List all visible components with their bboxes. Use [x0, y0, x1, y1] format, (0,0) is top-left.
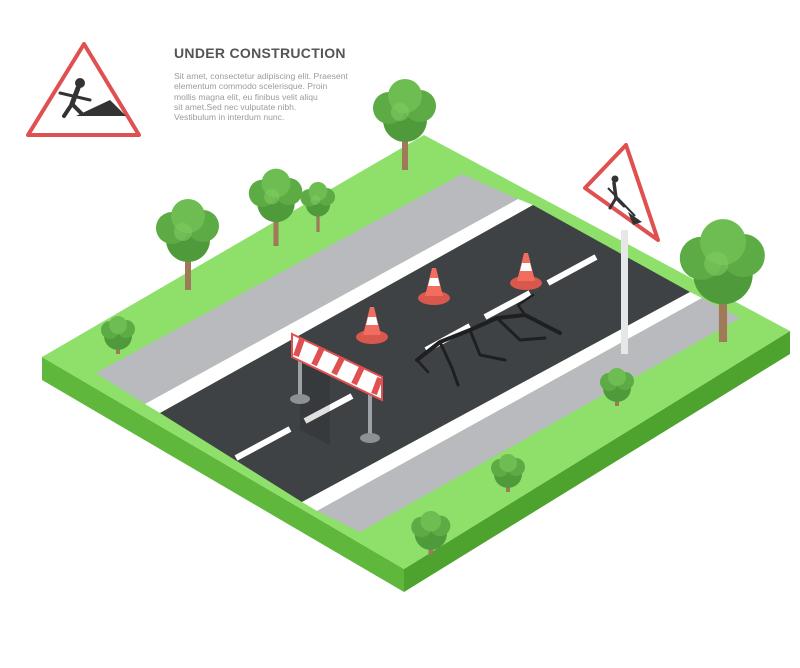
road-works-sign-icon [583, 143, 660, 354]
top-sidewalk [96, 174, 518, 404]
body-line: mollis magna elit, eu finibus velit aliq… [174, 91, 318, 102]
body-line: sit amet.Sed nec vulputate nibh. [174, 101, 297, 112]
page-title: UNDER CONSTRUCTION [174, 45, 346, 61]
body-paragraph: Sit amet, consectetur adipiscing elit. P… [174, 71, 364, 122]
road-works-sign-icon [26, 42, 141, 137]
road-barrier-icon [290, 332, 383, 445]
bottom-sidewalk [317, 298, 740, 532]
road-crack-icon [415, 293, 562, 387]
body-line: Sit amet, consectetur adipiscing elit. P… [174, 71, 348, 81]
bottom-curb [302, 292, 702, 511]
top-curb [145, 199, 533, 413]
body-line: Vestibulum in interdum nunc. [174, 112, 285, 123]
body-line: elementum commodo scelerisque. Proin [174, 81, 328, 92]
